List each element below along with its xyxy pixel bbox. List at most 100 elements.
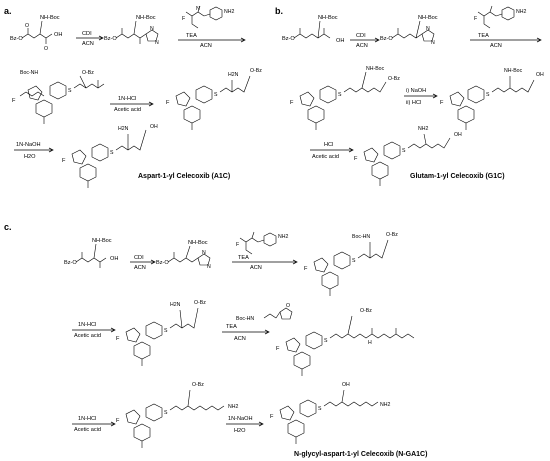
- tolyl-ring: [371, 161, 389, 180]
- pyrazole-ring: [299, 91, 315, 107]
- panel-a-product: F S H2N OH Aspart-1-yl Celecoxib (A1C): [62, 124, 230, 188]
- reagent-label: TEA: [238, 255, 249, 261]
- atom-label: F: [166, 100, 170, 106]
- atom-label: F: [236, 242, 239, 248]
- pyrazole-ring: [449, 91, 465, 107]
- reagent-label: CDI: [356, 33, 366, 39]
- bond-skeleton: [21, 20, 53, 44]
- pyrazole-ring: [125, 327, 141, 343]
- panel-b-product: F S NH2 OH Glutam-1-yl Celecoxib (G1C): [354, 126, 505, 186]
- imidazole-ring: [197, 253, 211, 266]
- side-chain-bond: [73, 75, 105, 89]
- atom-label: S: [68, 88, 72, 94]
- celecoxib-reagent-sketch: [185, 5, 211, 29]
- panel-c-arrow-1: CDI ACN: [130, 255, 156, 271]
- panel-b: b. Bz-O NH-Boc OH CDI ACN Bz-O NH-Boc N …: [275, 5, 544, 186]
- reagent-label: ACN: [82, 41, 94, 47]
- reagent-label: Acetic acid: [312, 154, 339, 160]
- reagent-label: 1N-HCl: [78, 416, 96, 422]
- atom-label: S: [164, 328, 168, 334]
- panel-a-label: a.: [4, 6, 12, 16]
- atom-label: S: [110, 150, 114, 156]
- panel-b-imidazolide: Bz-O NH-Boc N N: [380, 15, 438, 46]
- atom-label: N: [150, 26, 154, 32]
- triazole-ring: [279, 307, 293, 320]
- atom-label: NH-Boc: [40, 15, 60, 21]
- atom-label: Boc-HN: [236, 316, 254, 322]
- panel-a-starting-material: Bz-O NH-Boc OH O O: [10, 15, 62, 52]
- atom-label: F: [304, 266, 308, 272]
- tolyl-ring: [183, 105, 201, 124]
- atom-label: NH2: [516, 9, 526, 15]
- celecoxib-reagent-sketch: [477, 5, 503, 29]
- atom-label: F: [116, 336, 120, 342]
- panel-c-starting-material: Bz-O NH-Boc OH: [64, 238, 118, 268]
- atom-label: F: [354, 156, 358, 162]
- atom-label: O-Bz: [250, 68, 262, 74]
- atom-label: F: [116, 418, 120, 424]
- panel-c-gly-ester: F S O-Bz NH2: [116, 382, 238, 448]
- reagent-label: ACN: [200, 43, 212, 49]
- tolyl-ring: [457, 105, 475, 124]
- atom-label: N: [196, 6, 200, 12]
- reagent-label: H2O: [234, 428, 246, 434]
- panel-b-protected-conjugate: F S NH-Boc O-Bz: [290, 66, 400, 130]
- celecoxib-reagent-sketch: [239, 231, 265, 255]
- atom-label: Bz-O: [282, 36, 295, 42]
- reagent-label: CDI: [82, 31, 92, 37]
- atom-label: S: [402, 148, 406, 154]
- tolyl-ring: [79, 163, 97, 182]
- atom-label: F: [270, 414, 274, 420]
- atom-label: F: [440, 100, 444, 106]
- boc-gly-reagent-sketch: [263, 311, 281, 319]
- product-title: Aspart-1-yl Celecoxib (A1C): [138, 173, 230, 180]
- panel-a-arrow-2: F N NH2 TEA ACN: [178, 5, 246, 49]
- atom-label: O-Bz: [82, 70, 94, 76]
- atom-label: Bz-O: [10, 36, 23, 42]
- panel-c-arrow-4: Boc-HN O TEA ACN: [222, 303, 293, 342]
- atom-label: N: [431, 40, 435, 46]
- bond-skeleton: [167, 245, 199, 263]
- atom-label: NH2: [380, 402, 390, 408]
- atom-label: O: [286, 303, 290, 309]
- reagent-label: 1N-HCl: [118, 96, 136, 102]
- aryl-ring: [209, 6, 223, 21]
- reagent-label: Acetic acid: [74, 427, 101, 433]
- tolyl-ring: [133, 423, 151, 442]
- atom-label: F: [12, 98, 16, 104]
- pyrazole-ring: [279, 405, 295, 421]
- atom-label: F: [474, 16, 477, 22]
- atom-label: Bz-O: [104, 36, 117, 42]
- panel-a-amine-ester: F S H2N O-Bz: [166, 68, 262, 130]
- atom-label: NH2: [228, 404, 238, 410]
- side-chain-bond: [115, 129, 147, 151]
- reagent-label: 1N-NaOH: [228, 416, 253, 422]
- product-title: Glutam-1-yl Celecoxib (G1C): [410, 173, 505, 180]
- panel-c-imidazolide: Bz-O NH-Boc N N: [156, 240, 211, 270]
- product-title: N-glycyl-aspart-1-yl Celecoxib (N-GA1C): [294, 451, 427, 458]
- pyrazole-ring: [285, 337, 301, 353]
- panel-b-arrow-3: i) NaOH ii) HCl: [404, 88, 438, 106]
- atom-label: O-Bz: [194, 300, 206, 306]
- panel-b-arrow-4: HCl Acetic acid: [310, 142, 354, 160]
- atom-label: NH-Boc: [504, 68, 523, 74]
- tolyl-ring: [287, 419, 305, 438]
- pyrazole-ring: [363, 147, 379, 163]
- reagent-label: ACN: [490, 43, 502, 49]
- atom-label: H2N: [228, 72, 239, 78]
- pyrazole-ring: [313, 257, 329, 273]
- peptide-chain-bond: [323, 389, 379, 407]
- aryl-ring: [383, 141, 401, 160]
- reagent-label: HCl: [324, 142, 333, 148]
- panel-a-arrow-1: CDI ACN: [76, 31, 104, 47]
- atom-label: NH-Boc: [188, 240, 208, 246]
- atom-label: O: [25, 23, 29, 29]
- atom-label: H: [368, 340, 372, 346]
- aryl-ring: [467, 85, 485, 104]
- atom-label: OH: [54, 32, 62, 38]
- aryl-ring: [299, 399, 317, 418]
- atom-label: NH-Boc: [366, 66, 385, 72]
- bond-skeleton: [293, 20, 331, 39]
- panel-b-acid-intermediate: F S NH-Boc OH: [440, 68, 544, 130]
